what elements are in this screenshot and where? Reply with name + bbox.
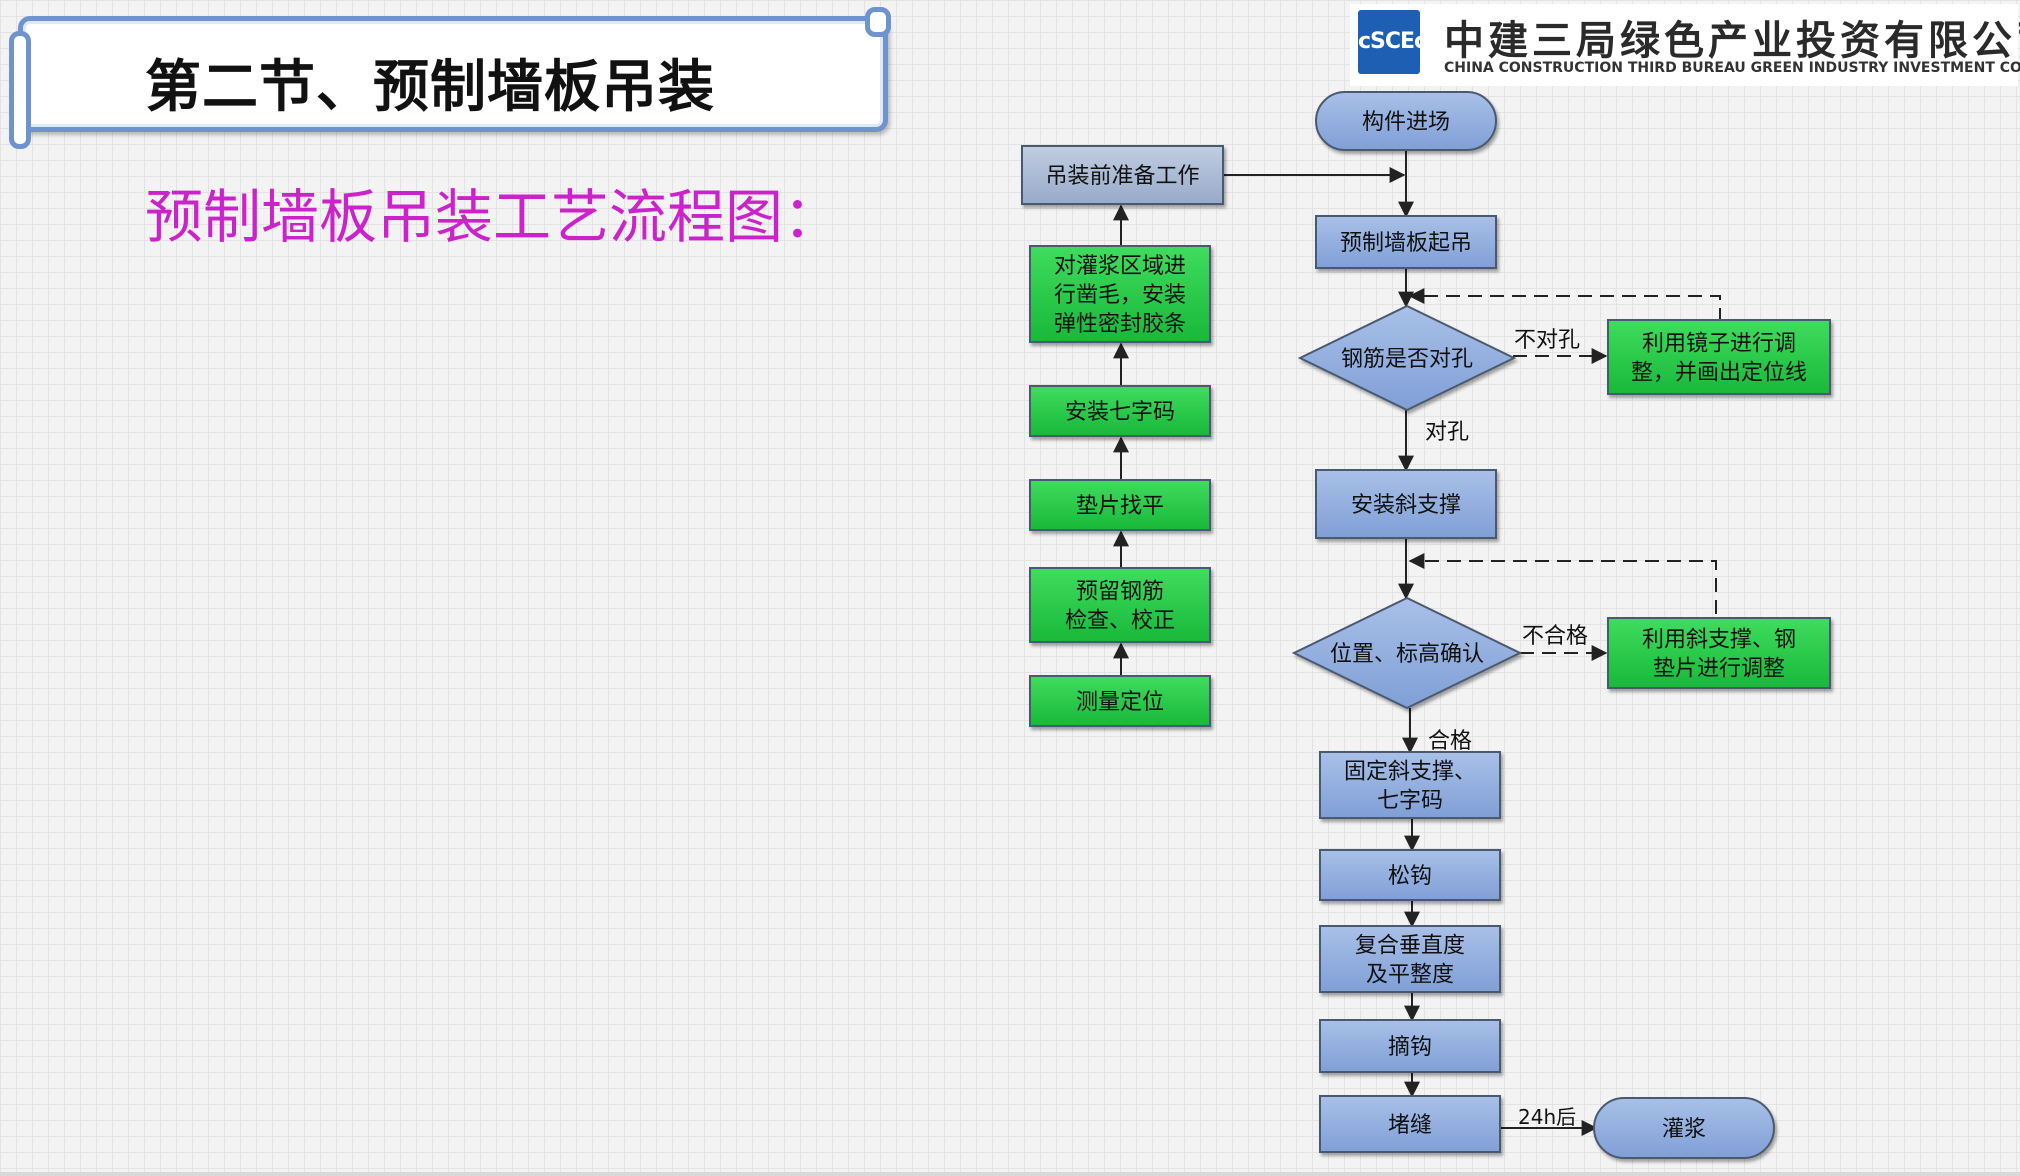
- node-label: 利用斜支撑、钢: [1642, 628, 1796, 653]
- company-logo-block: cSCEc 中建三局绿色产业投资有限公司 CHINA CONSTRUCTION …: [1350, 4, 2020, 86]
- node-measure: 测量定位: [1029, 675, 1211, 727]
- node-label: 摘钩: [1388, 1035, 1432, 1060]
- node-prep: 吊装前准备工作: [1021, 145, 1224, 205]
- node-label: 利用镜子进行调: [1642, 332, 1796, 357]
- node-label: 钢筋是否对孔: [1341, 347, 1473, 372]
- node-lift: 预制墙板起吊: [1315, 215, 1497, 269]
- node-shape: [1029, 675, 1211, 727]
- node-label: 安装斜支撑: [1351, 493, 1461, 518]
- node-seven-code: 安装七字码: [1029, 385, 1211, 437]
- node-label: 检查、校正: [1065, 609, 1175, 634]
- node-label: 七字码: [1377, 789, 1443, 814]
- node-label: 灌浆: [1662, 1117, 1706, 1142]
- label-aligned: 对孔: [1425, 420, 1469, 445]
- bottom-bar: [0, 1172, 2020, 1176]
- section-subtitle: 预制墙板吊装工艺流程图：: [145, 183, 842, 251]
- page-title: 第二节、预制墙板吊装: [145, 55, 715, 120]
- node-label: 吊装前准备工作: [1045, 164, 1199, 189]
- node-label: 行凿毛，安装: [1054, 283, 1186, 308]
- label-after-24h: 24h后: [1518, 1105, 1576, 1129]
- node-label: 松钩: [1388, 864, 1432, 889]
- node-label: 位置、标高确认: [1330, 642, 1484, 667]
- label-not-aligned: 不对孔: [1514, 328, 1580, 353]
- node-label: 对灌浆区域进: [1054, 254, 1186, 279]
- node-label: 弹性密封胶条: [1054, 312, 1186, 337]
- label-qualified: 合格: [1428, 729, 1472, 754]
- connectors: [1113, 148, 1721, 1136]
- node-label: 垫片找平: [1076, 494, 1164, 519]
- node-label: 及平整度: [1366, 963, 1454, 988]
- node-fix: 固定斜支撑、七字码: [1319, 751, 1501, 819]
- node-check-rebar: 钢筋是否对孔: [1297, 304, 1517, 412]
- node-label: 预制墙板起吊: [1340, 231, 1472, 256]
- node-shape: [1315, 469, 1497, 539]
- node-shape: [1319, 1095, 1501, 1153]
- title-banner: [9, 7, 891, 149]
- cscec-logo-icon: cSCEc: [1358, 10, 1427, 74]
- node-shape: [1607, 617, 1831, 689]
- node-shape: [1319, 751, 1501, 819]
- node-label: 整，并画出定位线: [1631, 361, 1807, 386]
- node-shape: [1021, 145, 1224, 205]
- node-label: 预留钢筋: [1076, 580, 1164, 605]
- node-shape: [1319, 925, 1501, 993]
- node-shape: [1029, 479, 1211, 531]
- node-shape: [1029, 567, 1211, 643]
- node-shape: [1315, 215, 1497, 269]
- node-grout: 灌浆: [1593, 1097, 1775, 1159]
- edge-labels: 不对孔 对孔 不合格 合格 24h后: [1425, 328, 1588, 1129]
- node-label: 堵缝: [1388, 1113, 1432, 1138]
- node-unhook-loose: 松钩: [1319, 849, 1501, 901]
- node-shape: [1593, 1097, 1775, 1159]
- company-name-en: CHINA CONSTRUCTION THIRD BUREAU GREEN IN…: [1444, 60, 2020, 76]
- node-label: 测量定位: [1076, 690, 1164, 715]
- node-shape: [1319, 849, 1501, 901]
- node-unhook: 摘钩: [1319, 1019, 1501, 1073]
- node-shape: [1297, 304, 1517, 412]
- node-label: 安装七字码: [1065, 400, 1175, 425]
- label-unqualified: 不合格: [1522, 624, 1588, 649]
- node-label: 垫片进行调整: [1653, 657, 1785, 682]
- node-shape: [1607, 319, 1831, 395]
- node-shim: 垫片找平: [1029, 479, 1211, 531]
- node-start: 构件进场: [1315, 91, 1497, 151]
- node-check-pos: 位置、标高确认: [1291, 596, 1523, 710]
- node-shape: [1315, 91, 1497, 151]
- node-seal: 堵缝: [1319, 1095, 1501, 1153]
- node-label: 固定斜支撑、: [1344, 760, 1476, 785]
- node-shape: [1319, 1019, 1501, 1073]
- node-label: 复合垂直度: [1355, 934, 1465, 959]
- node-label: 构件进场: [1362, 110, 1450, 135]
- edge-bracefix-back: [1408, 553, 1717, 614]
- company-name-cn: 中建三局绿色产业投资有限公司: [1444, 18, 2020, 64]
- node-shape: [1029, 245, 1211, 343]
- edge-mirror-back: [1408, 288, 1721, 322]
- node-shape: [1291, 596, 1523, 710]
- node-brace: 安装斜支撑: [1315, 469, 1497, 539]
- node-shape: [1029, 385, 1211, 437]
